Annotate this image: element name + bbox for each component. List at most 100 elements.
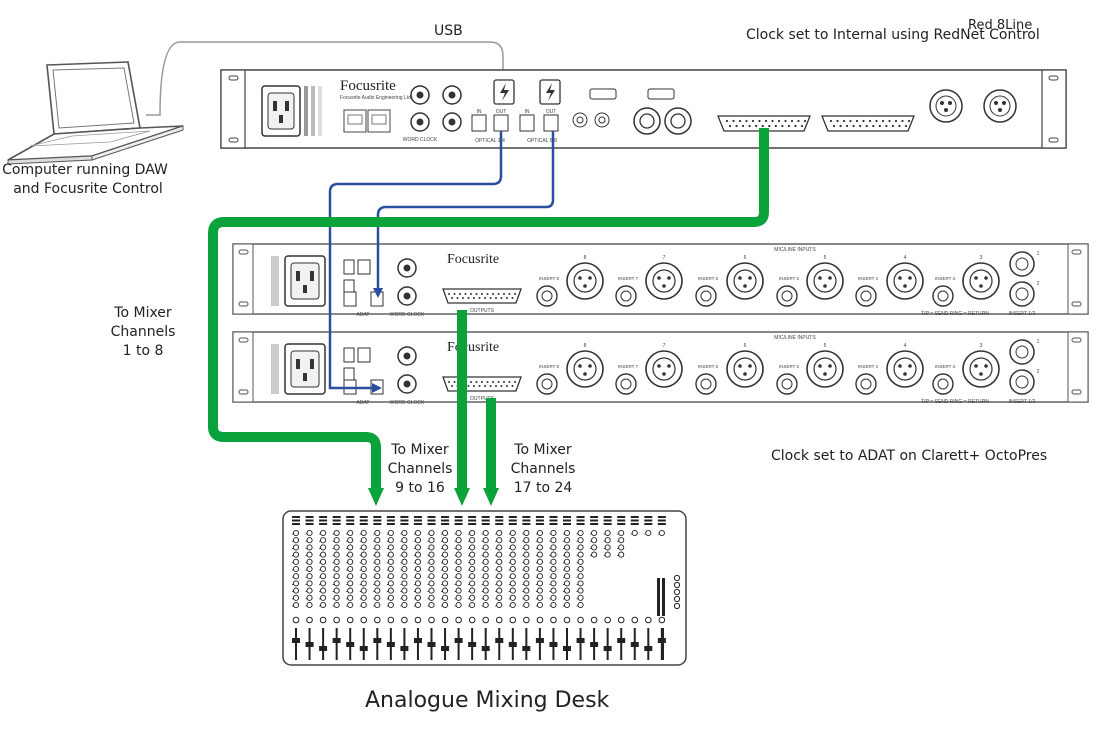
knob bbox=[550, 537, 557, 544]
input-jack-inner bbox=[1015, 345, 1029, 359]
knob bbox=[469, 601, 476, 609]
mixer-17-24-line2: Channels bbox=[510, 461, 576, 477]
fader-track bbox=[579, 628, 582, 660]
knob bbox=[387, 558, 394, 565]
mixer-1-8-line3: 1 to 8 bbox=[122, 343, 164, 359]
knob bbox=[374, 587, 381, 594]
channel-header bbox=[495, 516, 504, 518]
knob bbox=[401, 573, 408, 580]
channel-number: 5 bbox=[824, 255, 827, 261]
knob bbox=[306, 537, 313, 544]
master-knob bbox=[673, 574, 681, 582]
knob bbox=[523, 594, 530, 601]
xlr-pin bbox=[743, 284, 747, 288]
mute-button bbox=[468, 616, 476, 624]
knob bbox=[441, 573, 449, 580]
xlr-pin bbox=[578, 276, 582, 280]
xlr-pin bbox=[583, 372, 587, 376]
fader-track bbox=[295, 628, 297, 660]
word-clock-label: WORD CLOCK bbox=[390, 400, 425, 406]
db25-pin bbox=[898, 124, 901, 128]
fader-cap bbox=[549, 642, 558, 647]
green-arrow-1-8 bbox=[368, 488, 384, 506]
knob bbox=[347, 565, 354, 573]
knob bbox=[306, 565, 313, 573]
power-pin bbox=[296, 359, 300, 369]
green-arrow-9-16 bbox=[454, 488, 470, 506]
knob bbox=[455, 544, 462, 551]
channel-header bbox=[441, 519, 450, 522]
knob bbox=[414, 565, 422, 573]
knob bbox=[536, 537, 543, 544]
db25-pin bbox=[859, 124, 862, 128]
knob bbox=[496, 601, 503, 609]
db25-pin bbox=[845, 124, 849, 128]
knob bbox=[523, 544, 530, 551]
rack-hole bbox=[238, 389, 249, 395]
knob bbox=[347, 529, 354, 537]
mixer-1-8-line1: To Mixer bbox=[114, 305, 172, 321]
channel-header bbox=[386, 519, 395, 522]
knob bbox=[658, 529, 665, 537]
knob bbox=[374, 594, 381, 601]
knob bbox=[455, 537, 462, 544]
mute-button bbox=[550, 616, 557, 624]
knob bbox=[292, 537, 300, 544]
knob bbox=[496, 587, 503, 594]
fader-cap bbox=[576, 638, 585, 643]
insert-label: INSERT 3 bbox=[935, 276, 956, 281]
knob bbox=[306, 601, 313, 609]
channel-header bbox=[292, 516, 300, 518]
octopre-brand: Focusrite bbox=[447, 252, 499, 267]
knob bbox=[347, 594, 354, 601]
knob bbox=[577, 573, 584, 580]
db25-pin bbox=[790, 119, 794, 123]
mute-button bbox=[374, 616, 381, 624]
knob bbox=[428, 601, 435, 609]
db25-pin bbox=[732, 119, 735, 123]
combo-inner bbox=[733, 357, 757, 381]
knob bbox=[360, 565, 367, 573]
db25-pin bbox=[888, 119, 891, 123]
db25-outputs bbox=[442, 376, 522, 392]
knob bbox=[550, 544, 557, 551]
channel-number: 5 bbox=[824, 343, 827, 349]
xlr-pin bbox=[588, 276, 592, 280]
knob bbox=[360, 558, 367, 565]
knob bbox=[347, 558, 354, 565]
insert-jack-inner bbox=[781, 290, 793, 302]
knob bbox=[414, 551, 422, 558]
fader-cap bbox=[590, 642, 599, 647]
channel-number: 7 bbox=[663, 343, 666, 349]
xlr-pin bbox=[748, 276, 752, 280]
insert-label: INSERT 4 bbox=[858, 364, 879, 369]
rack-ear bbox=[232, 331, 254, 403]
db25-pin bbox=[878, 124, 881, 128]
db25-pin bbox=[891, 124, 895, 128]
channel-header bbox=[508, 523, 517, 525]
channel-header bbox=[346, 516, 355, 518]
knob bbox=[292, 573, 300, 580]
fader-track bbox=[444, 628, 447, 660]
knob bbox=[482, 580, 489, 587]
channel-header bbox=[292, 523, 300, 525]
xlr-pin bbox=[823, 372, 827, 376]
knob bbox=[509, 529, 516, 537]
adat-cable-2-arrow bbox=[373, 288, 383, 298]
db25-pin bbox=[500, 385, 503, 387]
bnc-pin bbox=[403, 292, 411, 300]
outputs-label: OUTPUTS bbox=[470, 396, 495, 402]
knob bbox=[523, 580, 530, 587]
knob bbox=[360, 573, 367, 580]
combo-inner bbox=[813, 269, 837, 293]
knob bbox=[523, 537, 530, 544]
fader-cap bbox=[508, 642, 517, 647]
mute-button bbox=[360, 616, 368, 624]
fader-track bbox=[647, 628, 650, 660]
knob bbox=[618, 537, 625, 544]
fader-track bbox=[322, 628, 325, 660]
knob bbox=[563, 587, 571, 594]
xlr-pin bbox=[667, 276, 671, 280]
mute-button bbox=[509, 616, 517, 624]
knob bbox=[563, 573, 571, 580]
